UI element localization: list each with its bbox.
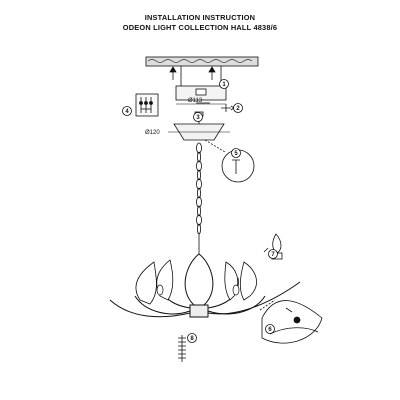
chandelier-frame [109, 253, 301, 318]
mounting-bracket [175, 66, 227, 104]
step-4-marker: 4 [122, 106, 132, 116]
step-6-marker: 6 [265, 324, 275, 334]
dimension-120-label: Ø120 [145, 130, 160, 136]
step-8-marker: 8 [187, 333, 197, 343]
dimension-113-label: Ø113 [188, 98, 203, 104]
wires-detail [135, 93, 159, 117]
power-cord [178, 335, 186, 362]
step-3-marker: 3 [193, 112, 203, 122]
svg-text:8: 8 [190, 336, 194, 342]
bulbs [156, 284, 240, 296]
svg-text:7: 7 [271, 252, 275, 258]
svg-text:4: 4 [125, 109, 129, 115]
svg-text:3: 3 [196, 115, 200, 121]
step-2-marker: 2 [233, 103, 243, 113]
dimension-120: Ø120 [145, 130, 230, 136]
step-7-marker: 7 [268, 249, 278, 259]
svg-text:5: 5 [234, 151, 238, 157]
title-line-2: ODEON LIGHT COLLECTION HALL 4838/6 [122, 23, 278, 32]
title-line-1: INSTALLATION INSTRUCTION [144, 13, 256, 22]
dimension-113: Ø113 [176, 98, 226, 105]
svg-text:6: 6 [268, 327, 272, 333]
screw-icon [221, 104, 235, 112]
detail-callout-6 [259, 299, 323, 344]
ceiling-plate [145, 56, 259, 67]
chain [196, 142, 202, 254]
svg-text:1: 1 [222, 82, 226, 88]
leaf-shades [135, 259, 257, 305]
up-arrows-icon [169, 66, 216, 80]
svg-text:2: 2 [236, 106, 240, 112]
step-5-marker: 5 [231, 148, 241, 158]
detail-callout-5 [204, 139, 255, 183]
step-1-marker: 1 [219, 79, 229, 89]
